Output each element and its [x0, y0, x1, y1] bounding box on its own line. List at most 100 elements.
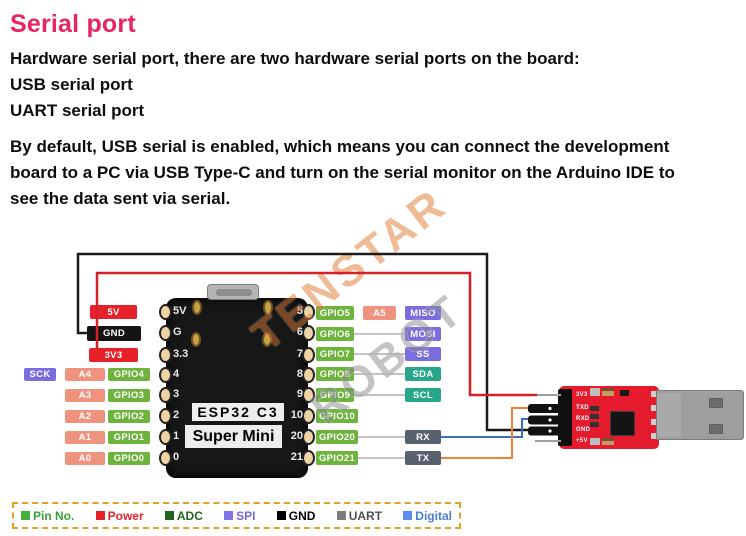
pin-bump [159, 450, 172, 466]
silk-label: 20 [290, 430, 303, 442]
pin-label-sck: SCK [24, 368, 56, 381]
usb-c-connector [207, 284, 259, 300]
pin-bump [159, 367, 172, 383]
jumper-pin-dot [548, 406, 552, 411]
usb-a-hole [709, 398, 723, 408]
pin-bump [159, 304, 172, 320]
pin-label-gpio0: GPIO0 [108, 452, 150, 465]
pin-label-a1: A1 [65, 431, 105, 444]
smd-component [620, 390, 629, 396]
board-name-line1: ESP32 C3 [192, 403, 284, 421]
pin-label-tx: TX [405, 451, 441, 465]
body-paragraph: By default, USB serial is enabled, which… [10, 134, 675, 212]
smd-component [590, 414, 599, 419]
board-pad [191, 332, 201, 347]
pin-bump [302, 450, 315, 466]
adapter-edge-pad [651, 391, 660, 397]
silk-label: 0 [173, 451, 180, 463]
silk-label: 8 [296, 368, 303, 380]
legend-item-spi: SPI [224, 508, 256, 523]
legend-swatch-spi [224, 511, 234, 520]
body-line-3: see the data sent via serial. [10, 189, 231, 208]
pin-label-a5: A5 [363, 306, 396, 320]
legend-label: Pin No. [33, 508, 75, 523]
adapter-silk-3v3: 3V3 [576, 392, 588, 398]
usb-a-plug [656, 390, 744, 440]
legend-label: SPI [236, 508, 256, 523]
adapter-edge-pad [651, 405, 660, 411]
usb-c-slot [216, 289, 252, 296]
adapter-silk-txd: TXD [576, 405, 589, 411]
pin-label-5v: 5V [90, 305, 137, 319]
intro-paragraph: Hardware serial port, there are two hard… [10, 46, 580, 124]
legend-item-uart: UART [336, 509, 382, 523]
jumper-pin-dot [548, 418, 552, 422]
silk-label: G [173, 326, 182, 338]
intro-line-3: UART serial port [10, 101, 145, 120]
pin-label-gpio2: GPIO2 [108, 410, 150, 423]
serial-chip [610, 411, 635, 436]
body-line-1: By default, USB serial is enabled, which… [10, 137, 670, 156]
pin-label-gpio1: GPIO1 [108, 431, 150, 444]
legend-swatch-gnd [276, 511, 286, 520]
adapter-silk-5v: +5V [576, 438, 588, 444]
pin-label-gnd: GND [87, 326, 141, 341]
pin-bump [302, 347, 315, 363]
pin-label-a2: A2 [65, 410, 105, 423]
legend-label: GND [288, 508, 316, 523]
pin-bump [302, 429, 315, 445]
smd-component [590, 422, 599, 427]
smd-component [602, 388, 614, 396]
adapter-silk-rxd: RXD [576, 416, 590, 422]
silk-label: 10 [290, 409, 303, 421]
legend-label: Digital [415, 508, 452, 523]
adapter-edge-pad [651, 419, 660, 425]
tx-wire [441, 407, 529, 459]
board-pad [192, 300, 202, 315]
legend-item-adc: ADC [164, 508, 203, 523]
silk-label: 21 [290, 451, 303, 463]
board-name-line2: Super Mini [185, 425, 282, 448]
silk-label: 4 [173, 368, 180, 380]
pin-label-gpio4: GPIO4 [108, 368, 150, 381]
pin-label-rx: RX [405, 430, 441, 444]
silk-label: 3.3 [173, 348, 189, 360]
silk-label: 5V [173, 305, 187, 317]
legend-label: Power [107, 508, 144, 523]
pin-bump [159, 325, 172, 341]
legend-label: ADC [176, 508, 203, 523]
silk-label: 7 [296, 348, 303, 360]
page-title: Serial port [10, 10, 136, 38]
pin-bump [159, 387, 172, 403]
legend-swatch-pin-no [21, 511, 30, 520]
silk-label: 3 [173, 388, 180, 400]
pin-label-gpio6: GPIO6 [316, 327, 354, 341]
smd-component [590, 438, 600, 445]
adapter-edge-pad [651, 433, 660, 439]
pin-label-scl: SCL [405, 388, 441, 402]
legend-swatch-power [95, 511, 105, 520]
rx-wire [441, 418, 529, 438]
adapter-silk-gnd: GND [576, 427, 591, 433]
smd-component [590, 406, 599, 411]
intro-line-2: USB serial port [10, 75, 133, 94]
pin-label-a4: A4 [65, 368, 105, 381]
pin-bump [159, 429, 172, 445]
pin-color-legend: Pin No. Power ADC SPI GND UART Digital [12, 502, 461, 529]
smd-component [590, 388, 600, 396]
legend-swatch-uart [336, 511, 346, 520]
legend-item-gnd: GND [276, 508, 316, 523]
pin-label-a3: A3 [65, 389, 105, 402]
pin-bump [302, 367, 315, 383]
legend-swatch-digital [403, 511, 413, 520]
body-line-2: board to a PC via USB Type-C and turn on… [10, 163, 675, 182]
legend-item-digital: Digital [403, 509, 452, 523]
silk-label: 1 [173, 430, 180, 442]
pin-label-gpio3: GPIO3 [108, 389, 150, 402]
legend-item-pin-no: Pin No. [21, 509, 74, 523]
usb-a-shade [657, 393, 681, 437]
pin-bump [159, 347, 172, 363]
jumper-pin-dot [548, 429, 552, 433]
smd-component [602, 438, 614, 445]
